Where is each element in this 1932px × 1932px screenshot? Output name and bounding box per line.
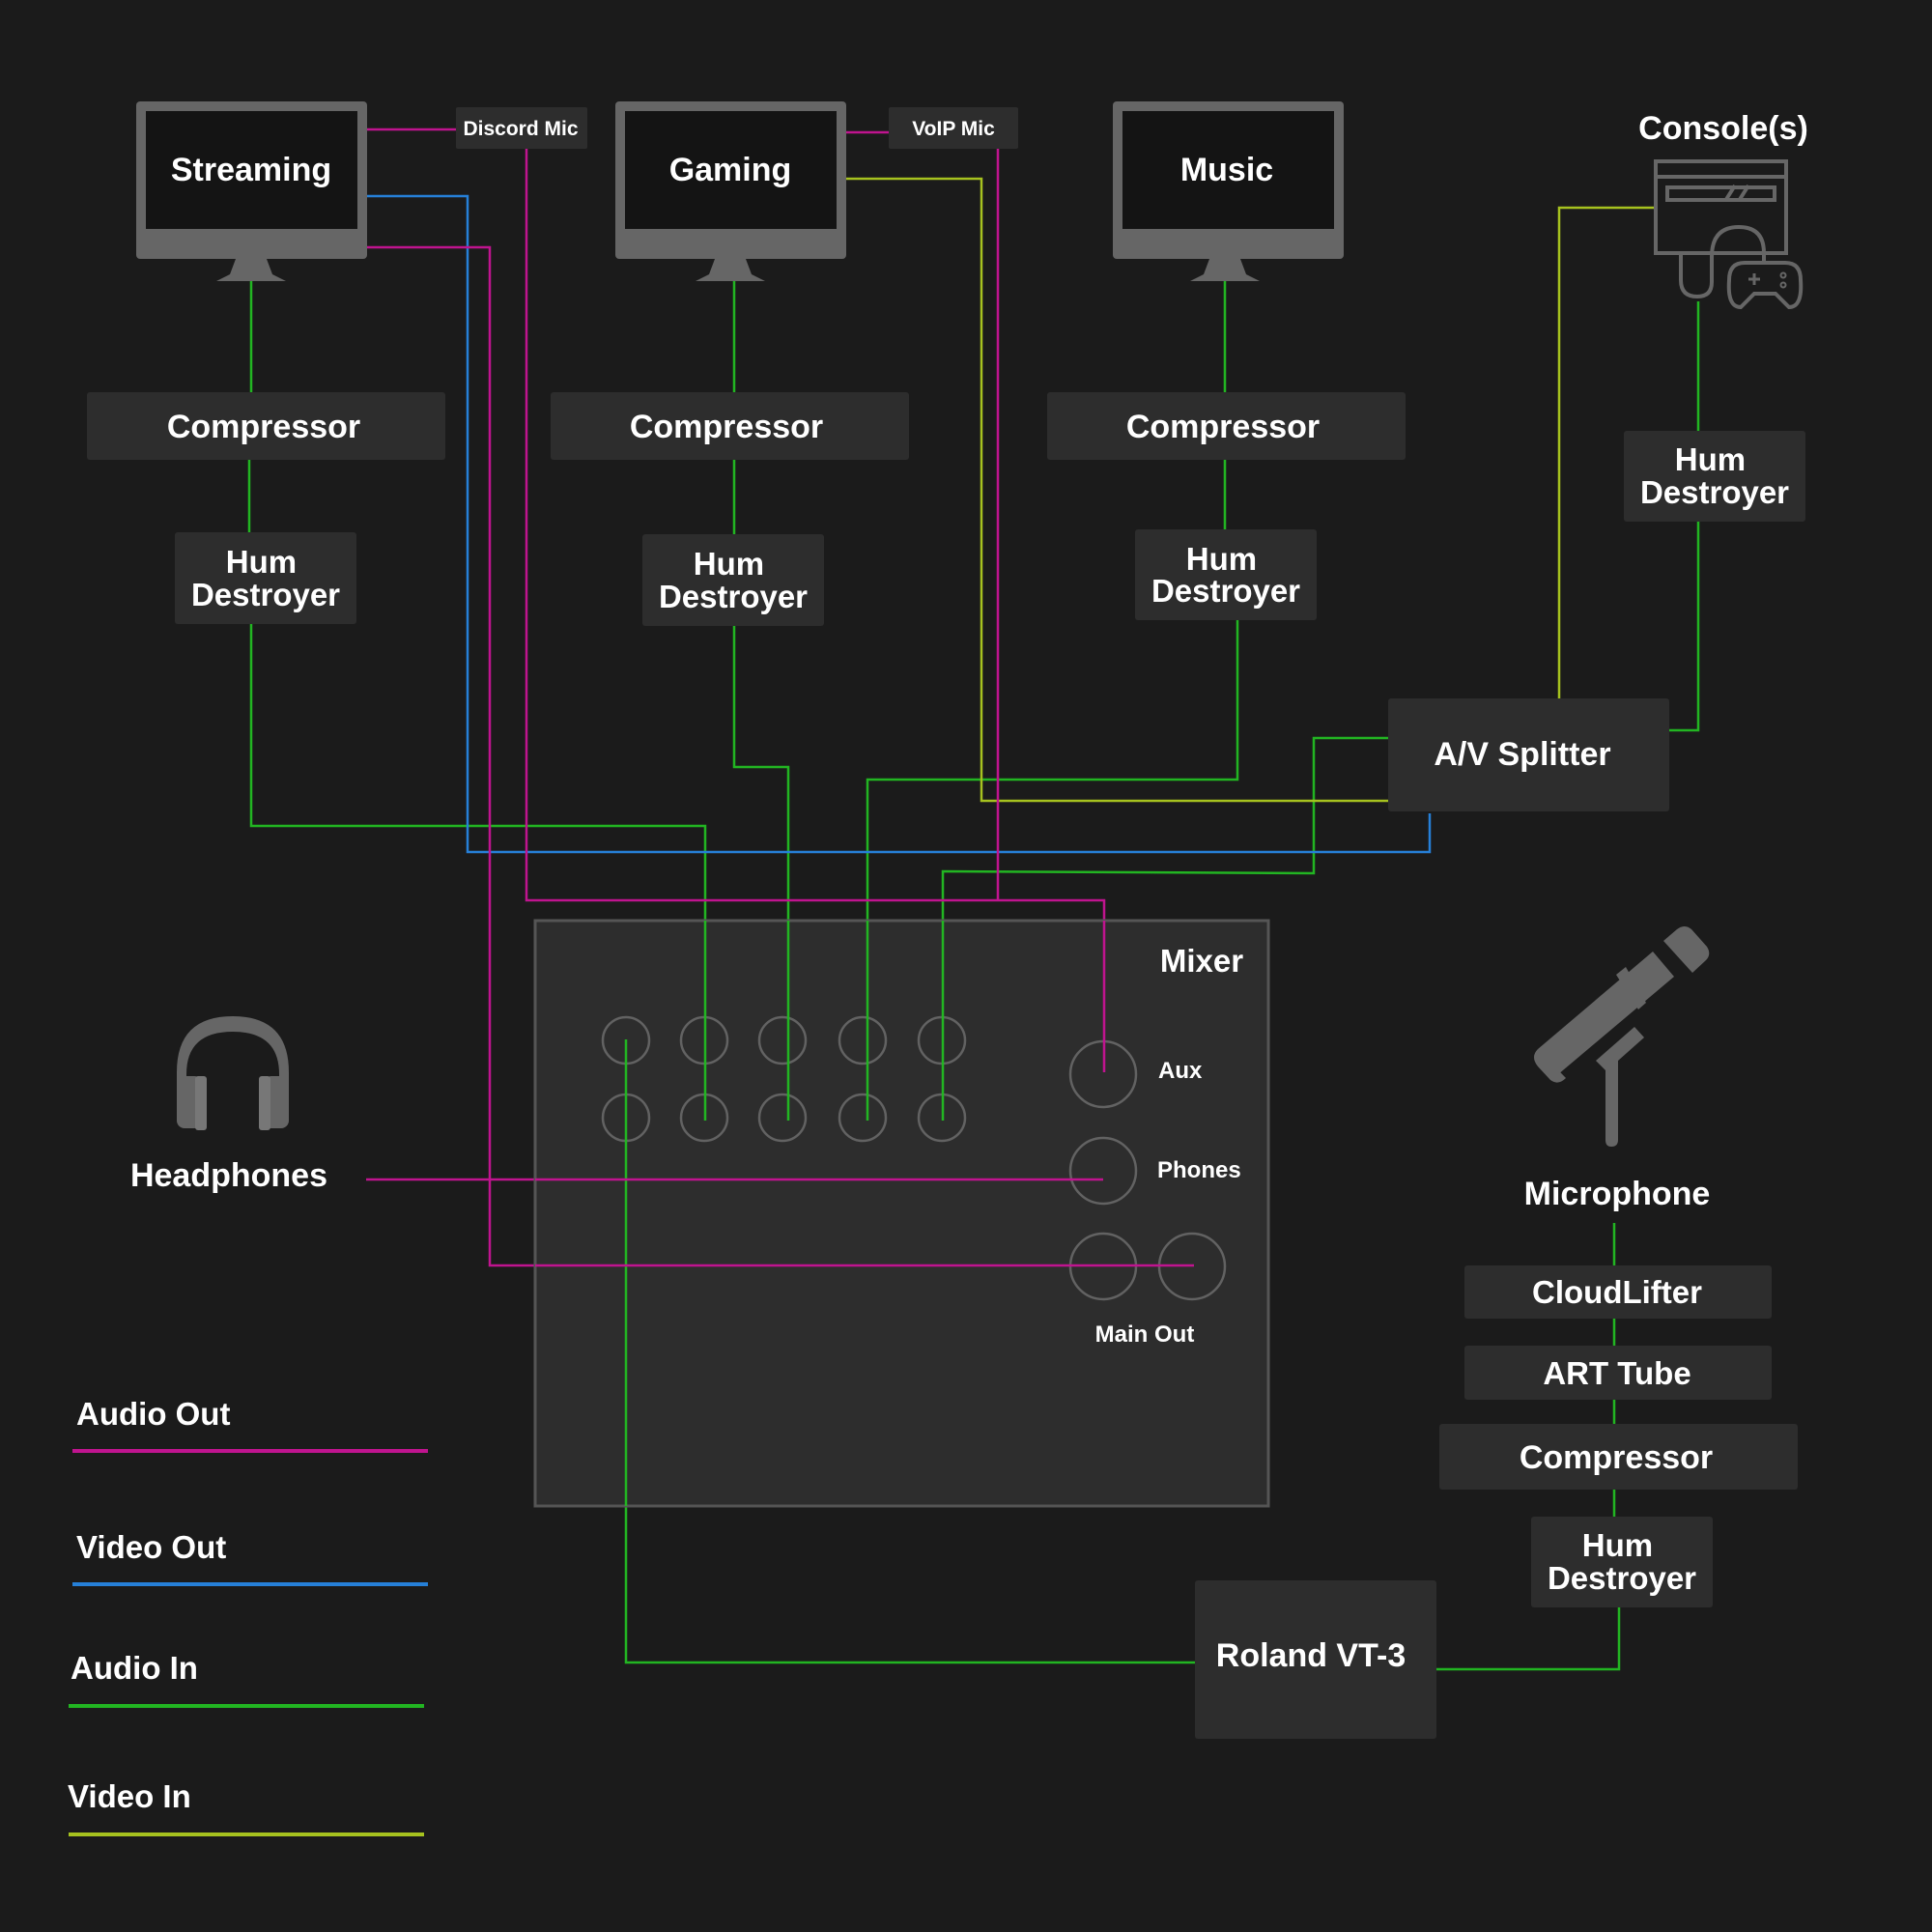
av-splitter: A/V Splitter (1388, 698, 1669, 811)
headphones-icon (177, 1016, 289, 1130)
hum-label-line1: Hum (1582, 1527, 1653, 1563)
svg-text:Hum Destroyer: Hum Destroyer (1151, 541, 1300, 609)
legend-label: Audio In (71, 1650, 198, 1686)
compressor-label: Compressor (167, 409, 360, 445)
mixer-input-knob (757, 1015, 808, 1065)
hum-destroyer-streaming: Hum Destroyer (175, 532, 356, 624)
svg-text:Hum Destroyer: Hum Destroyer (659, 546, 808, 614)
hum-label-line2: Destroyer (659, 579, 808, 614)
monitor-music: Music (1113, 101, 1344, 281)
mixer-title: Mixer (1160, 943, 1243, 979)
video-in-lines (846, 177, 1654, 803)
console-video-in-line (1557, 206, 1654, 700)
compressor-streaming: Compressor (87, 392, 445, 460)
legend-label: Video In (68, 1778, 191, 1814)
roland-vt3: Roland VT-3 (1195, 1580, 1436, 1739)
mixer-main-out-label: Main Out (1095, 1321, 1195, 1348)
microphone-node: Microphone CloudLifter ART Tube Compress… (1439, 926, 1798, 1607)
voip-mic-tag: VoIP Mic (889, 107, 1018, 149)
mixer-input-knob (838, 1093, 888, 1143)
mixer: Mixer Aux Phones Main Out (533, 919, 1270, 1508)
hum-label-line1: Hum (694, 546, 764, 582)
monitor-label-music: Music (1180, 152, 1273, 188)
legend-label: Audio Out (76, 1396, 230, 1432)
svg-text:Hum Destroyer: Hum Destroyer (1548, 1527, 1696, 1596)
audio-in-lines (247, 280, 1700, 1671)
console-node: Console(s) (1638, 110, 1808, 310)
compressor-music: Compressor (1047, 392, 1406, 460)
voip-mic-label: VoIP Mic (912, 118, 995, 140)
compressor-label: Compressor (1126, 409, 1320, 445)
discord-mic-tag: Discord Mic (456, 107, 587, 149)
monitor-label-gaming: Gaming (669, 152, 792, 188)
mixer-aux-label: Aux (1158, 1058, 1203, 1084)
hum-label-line2: Destroyer (1151, 573, 1300, 609)
gaming-video-in-line (846, 177, 1388, 803)
roland-label: Roland VT-3 (1216, 1637, 1406, 1674)
game-console-icon (1654, 159, 1804, 310)
compressor-gaming: Compressor (551, 392, 909, 460)
cloudlifter-label: CloudLifter (1532, 1274, 1702, 1310)
mixer-input-knob (757, 1093, 808, 1143)
hum-label-line2: Destroyer (1640, 474, 1789, 510)
mixer-input-knob (838, 1015, 888, 1065)
legend: Audio Out Video Out Audio In Video In (68, 1396, 428, 1836)
hum-label-line1: Hum (1186, 541, 1257, 577)
monitor-icon (1113, 101, 1344, 281)
console-hum-to-splitter-line (1669, 522, 1700, 732)
headphones-label: Headphones (130, 1157, 327, 1194)
legend-item-video-in: Video In (68, 1778, 424, 1836)
microphone-label: Microphone (1524, 1176, 1711, 1212)
compressor-label: Compressor (630, 409, 823, 445)
svg-text:Hum Destroyer: Hum Destroyer (1640, 441, 1789, 510)
compressor-label: Compressor (1520, 1439, 1713, 1476)
headphones-node: Headphones (130, 1016, 327, 1194)
hum-label-line2: Destroyer (1548, 1560, 1696, 1596)
compressor-mic: Compressor (1439, 1424, 1798, 1490)
streaming-video-out-line (367, 194, 1432, 854)
mixer-phones-knob (1068, 1136, 1138, 1206)
mixer-phones-label: Phones (1157, 1157, 1241, 1183)
svg-text:Hum Destroyer: Hum Destroyer (191, 544, 340, 612)
hum-destroyer-console: Hum Destroyer (1624, 431, 1805, 522)
legend-item-audio-in: Audio In (69, 1650, 424, 1708)
legend-label: Video Out (76, 1529, 226, 1565)
art-tube-box: ART Tube (1464, 1346, 1772, 1400)
monitor-gaming: Gaming (615, 101, 846, 281)
monitor-label-streaming: Streaming (171, 152, 331, 188)
cloudlifter-box: CloudLifter (1464, 1265, 1772, 1319)
mixer-overlay-lines (535, 921, 1194, 1506)
monitor-icon (136, 101, 367, 281)
legend-item-audio-out: Audio Out (72, 1396, 428, 1453)
legend-item-video-out: Video Out (72, 1529, 428, 1586)
hum-label-line1: Hum (1675, 441, 1746, 477)
discord-mic-label: Discord Mic (463, 118, 578, 140)
monitor-streaming: Streaming (136, 101, 367, 281)
hum-label-line2: Destroyer (191, 577, 340, 612)
hum-to-roland-line (1435, 1605, 1621, 1671)
hum-destroyer-music: Hum Destroyer (1135, 529, 1317, 620)
hum-label-line1: Hum (226, 544, 297, 580)
hum-destroyer-mic: Hum Destroyer (1531, 1517, 1713, 1607)
art-tube-label: ART Tube (1543, 1355, 1690, 1391)
console-label: Console(s) (1638, 110, 1808, 147)
monitor-icon (615, 101, 846, 281)
av-splitter-label: A/V Splitter (1434, 736, 1610, 773)
microphone-icon (1534, 926, 1710, 1147)
hum-destroyer-gaming: Hum Destroyer (642, 534, 824, 626)
